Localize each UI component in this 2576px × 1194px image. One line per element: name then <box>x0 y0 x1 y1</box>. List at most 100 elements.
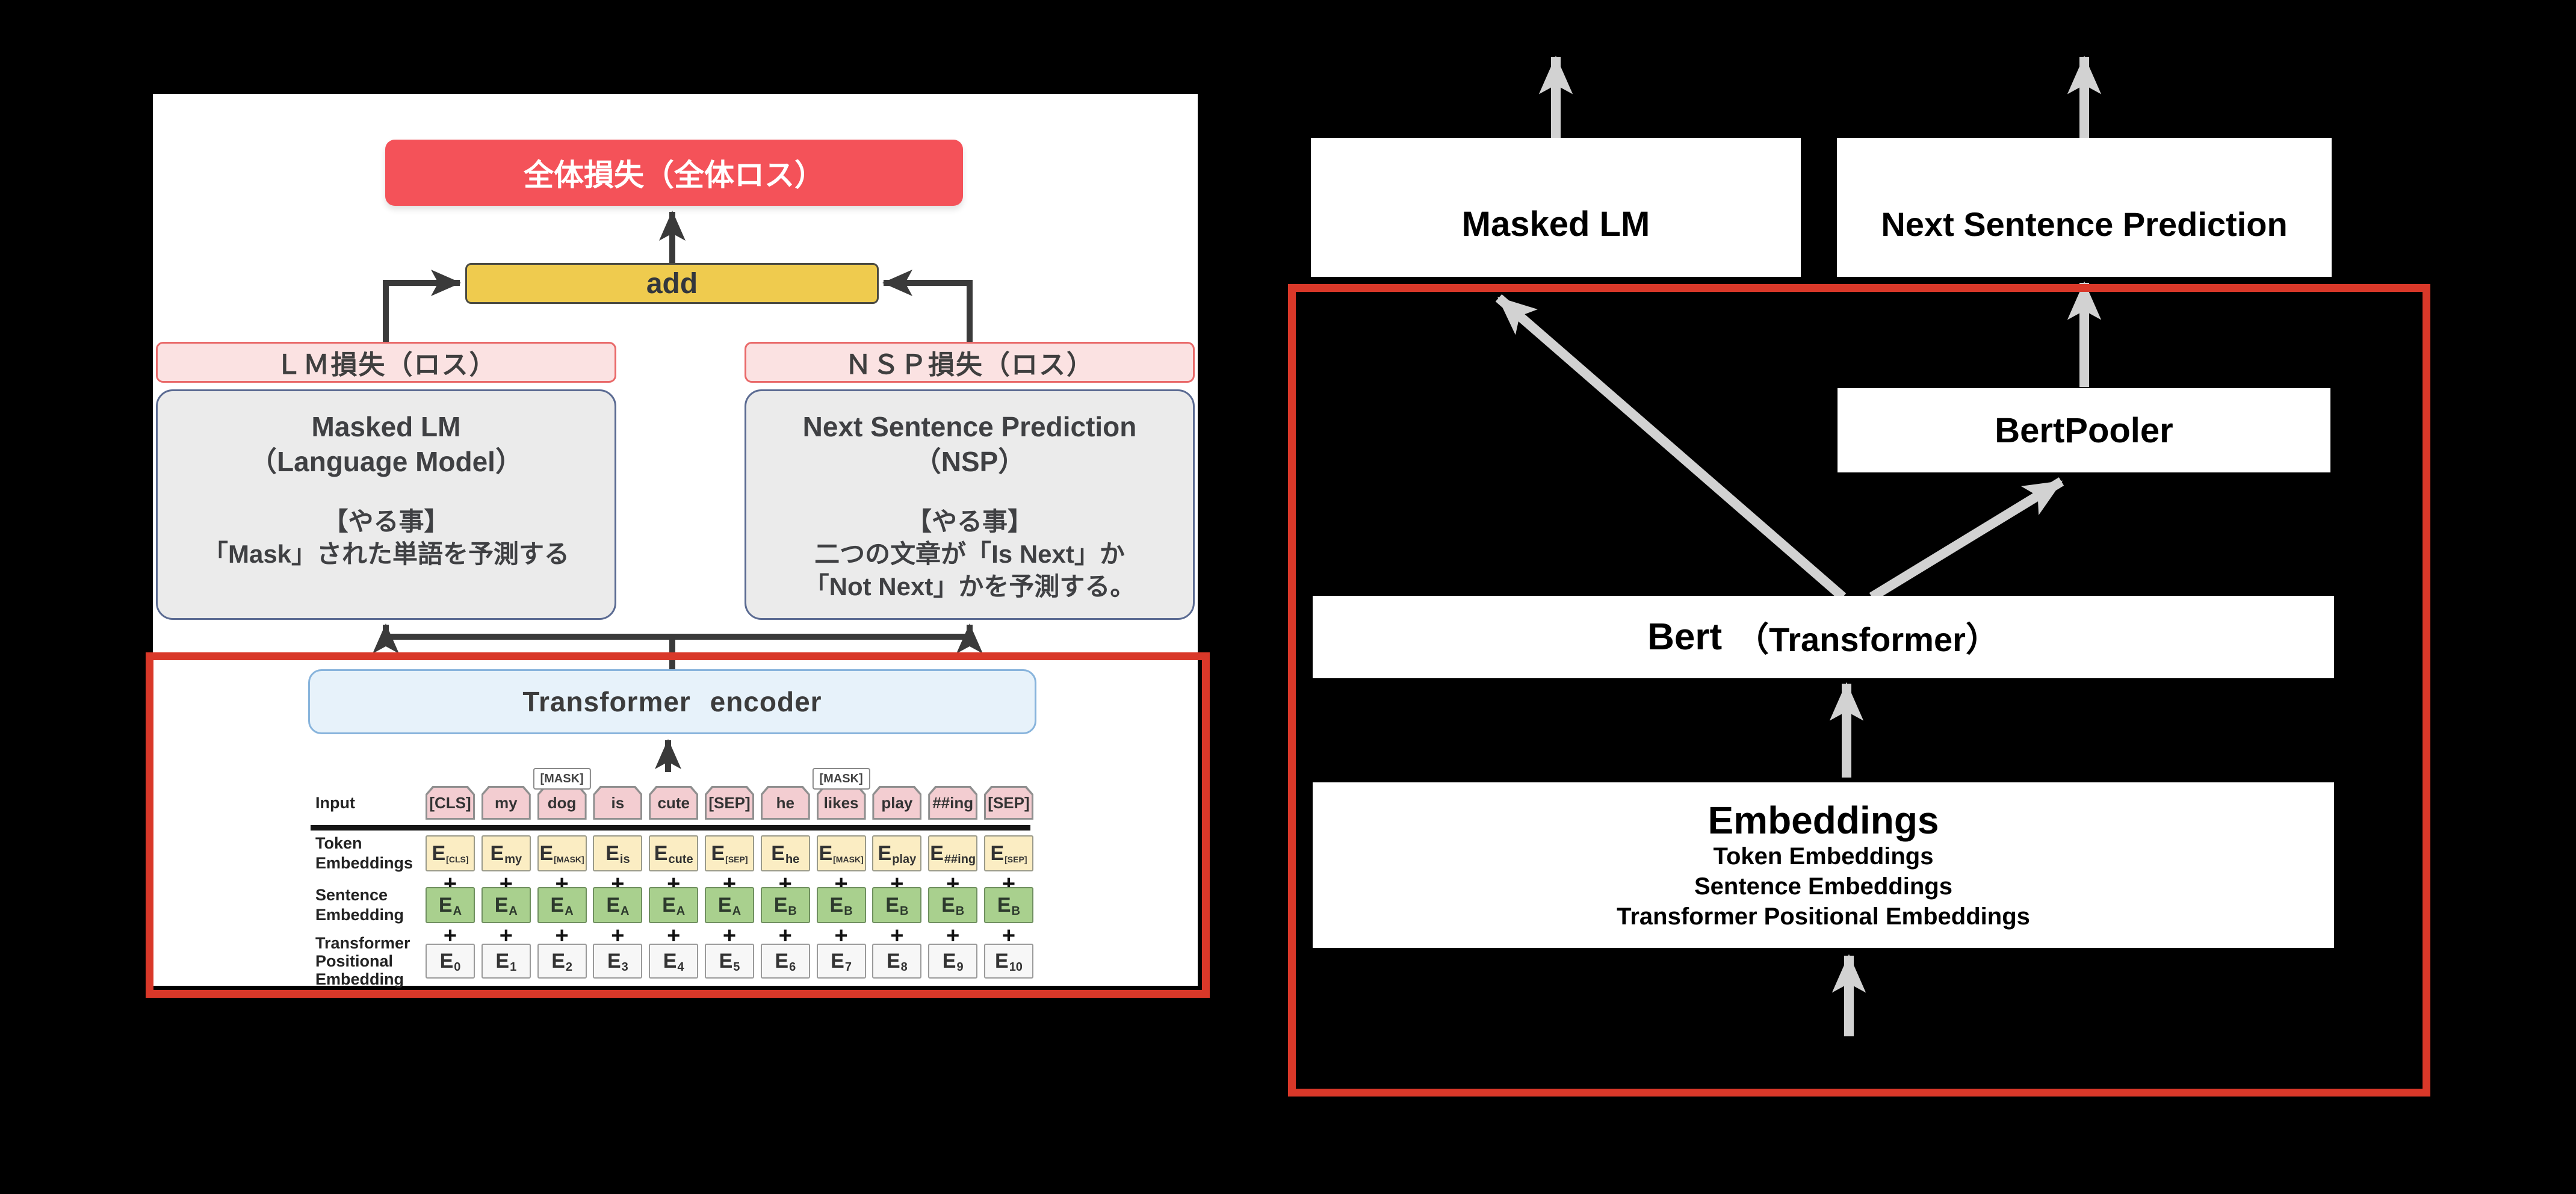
embedding-base: E <box>439 949 454 973</box>
input-token-label: [SEP] <box>706 788 752 818</box>
embedding-base: E <box>775 949 789 973</box>
embedding-subscript: [MASK] <box>833 855 864 864</box>
embeddings-line-token: Token Embeddings <box>1713 843 1934 870</box>
bert-transformer-box: Bert （Transformer） <box>1313 596 2334 678</box>
input-token-label: dog <box>539 788 585 818</box>
masked-lm-detail-box: Masked LM （Language Model） 【やる事】 「Mask」さ… <box>156 389 616 620</box>
embedding-base: E <box>942 949 956 973</box>
input-token-label: is <box>595 788 641 818</box>
embedding-base: E <box>490 841 504 865</box>
plus-sign: + <box>722 923 737 948</box>
embedding-base: E <box>432 841 446 865</box>
embedding-subscript: [SEP] <box>725 855 748 864</box>
embeddings-line-sentence: Sentence Embeddings <box>1694 873 1952 900</box>
embedding-subscript: [MASK] <box>554 855 584 864</box>
input-token: [CLS] <box>426 786 475 820</box>
embedding-base: E <box>885 893 899 917</box>
right-masked-lm-box: Masked LM <box>1311 138 1801 277</box>
embedding-subscript: A <box>509 904 518 918</box>
input-token: ##ing <box>928 786 978 820</box>
embedding-subscript: my <box>504 852 522 866</box>
bertpooler-label: BertPooler <box>1995 410 2173 450</box>
embedding-subscript: [CLS] <box>446 855 469 864</box>
input-token: is <box>593 786 643 820</box>
embeddings-box: Embeddings Token Embeddings Sentence Emb… <box>1313 782 2334 948</box>
embedding-base: E <box>997 893 1011 917</box>
lm-loss-box: ＬＭ損失（ロス） <box>156 342 616 383</box>
sentence-embedding-row-label: Sentence Embedding <box>315 886 404 924</box>
nsp-detail-body: 【やる事】 二つの文章が「Is Next」か 「Not Next」かを予測する。 <box>803 507 1136 601</box>
token-embeddings-row-label: Token Embeddings <box>315 834 413 872</box>
bert-label: Bert <box>1647 616 1723 658</box>
plus-sign: + <box>499 923 513 948</box>
embedding-base: E <box>831 949 844 973</box>
embedding-subscript: B <box>1011 904 1021 918</box>
total-loss-label: 全体損失（全体ロス） <box>524 158 825 192</box>
input-token-label: cute <box>651 788 697 818</box>
embedding-base: E <box>719 949 733 973</box>
embedding-subscript: A <box>565 904 574 918</box>
plus-sign: + <box>667 923 681 948</box>
positional-embedding-row-label: Transformer Positional Embedding <box>315 934 410 988</box>
plus-sign: + <box>443 923 457 948</box>
input-token: [SEP] <box>983 786 1033 820</box>
embedding-base: E <box>607 949 621 973</box>
embedding-base: E <box>711 841 725 865</box>
input-token: my <box>481 786 531 820</box>
embedding-base: E <box>717 893 732 917</box>
embedding-subscript: B <box>899 904 909 918</box>
embedding-subscript: 6 <box>789 960 796 974</box>
embedding-subscript: play <box>892 852 917 866</box>
embedding-cell: E[SEP] <box>704 835 754 871</box>
embedding-base: E <box>654 841 668 865</box>
embedding-base: E <box>930 841 944 865</box>
embedding-subscript: ##ing <box>944 852 976 866</box>
embedding-subscript: A <box>453 904 462 918</box>
embedding-base: E <box>663 949 677 973</box>
embedding-base: E <box>773 893 788 917</box>
input-token-label: my <box>483 788 529 818</box>
total-loss-box: 全体損失（全体ロス） <box>385 140 963 206</box>
embedding-base: E <box>829 893 844 917</box>
embedding-subscript: A <box>676 904 686 918</box>
embedding-cell: E[SEP] <box>983 835 1033 871</box>
embedding-subscript: B <box>788 904 797 918</box>
input-token-label: ##ing <box>930 788 976 818</box>
embedding-base: E <box>550 893 565 917</box>
plus-sign: + <box>778 923 792 948</box>
embedding-base: E <box>494 893 509 917</box>
embedding-base: E <box>662 893 676 917</box>
embedding-subscript: he <box>785 852 800 866</box>
embedding-base: E <box>878 841 892 865</box>
input-token: he <box>760 786 810 820</box>
embedding-base: E <box>990 841 1005 865</box>
input-token-label: likes <box>818 788 864 818</box>
embedding-base: E <box>438 893 453 917</box>
embedding-base: E <box>539 841 554 865</box>
embedding-subscript: B <box>955 904 965 918</box>
embedding-subscript: 9 <box>956 960 964 974</box>
input-token-label: play <box>874 788 920 818</box>
embedding-subscript: A <box>732 904 742 918</box>
input-divider-line <box>311 825 1030 831</box>
embedding-base: E <box>771 841 785 865</box>
bert-paren-label: （Transformer） <box>1735 620 1999 658</box>
embedding-subscript: is <box>619 852 630 866</box>
input-token: dog <box>537 786 587 820</box>
nsp-loss-label: ＮＳＰ損失（ロス） <box>845 350 1094 380</box>
bertpooler-box: BertPooler <box>1838 388 2330 472</box>
masked-lm-detail-body: 【やる事】 「Mask」された単語を予測する <box>202 507 570 568</box>
